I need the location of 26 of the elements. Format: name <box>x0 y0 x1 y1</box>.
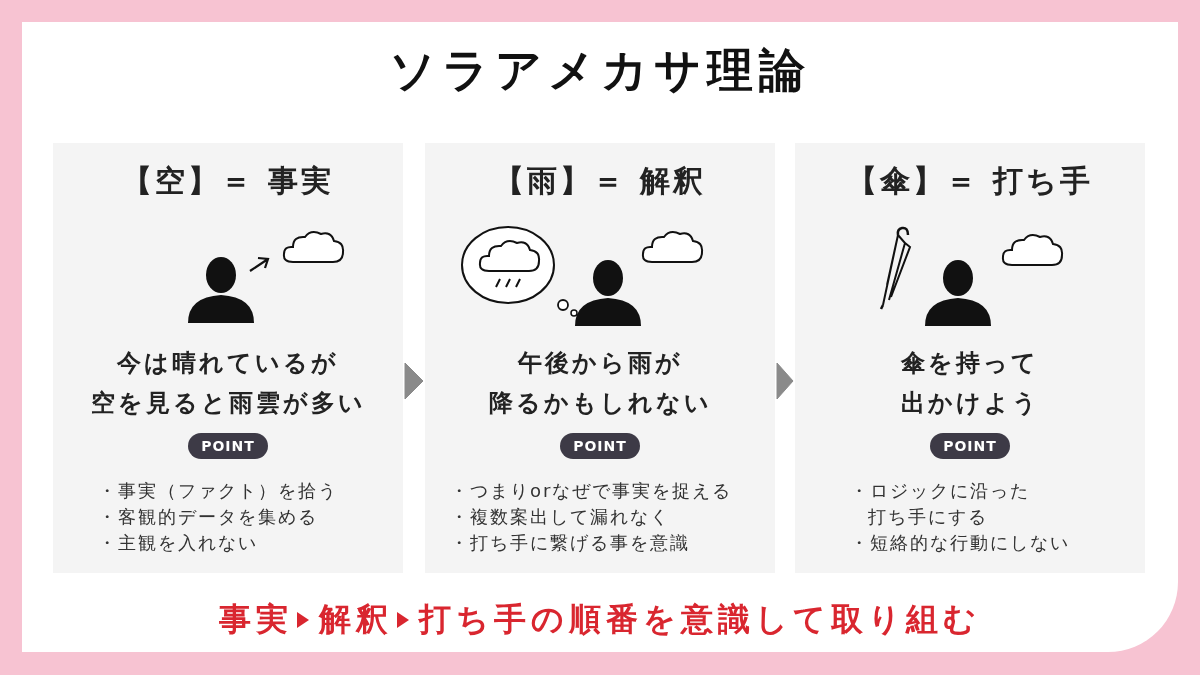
point-badge: POINT <box>188 433 268 459</box>
panel-card <box>795 143 1145 573</box>
bullet-text: ・複数案出して漏れなく <box>450 505 670 529</box>
panel-heading: 【雨】＝ 解釈 <box>493 162 707 200</box>
panel-card <box>425 143 775 573</box>
bullet-text: ・短絡的な行動にしない <box>850 531 1070 555</box>
panel-heading: 【空】＝ 事実 <box>121 162 335 200</box>
statement-text: 午後から雨が降るかもしれない <box>487 348 713 419</box>
panel-card <box>53 143 403 573</box>
point-badge: POINT <box>560 433 640 459</box>
arrow <box>776 362 794 400</box>
summary-text: 打ち手の順番を意識して取り組む <box>419 599 981 640</box>
statement-text: 傘を持って出かけよう <box>899 348 1041 419</box>
point-badge: POINT <box>930 433 1010 459</box>
summary-text: 解釈 <box>319 599 393 640</box>
bullet-text: ・つまりorなぜで事実を捉える <box>450 479 733 503</box>
bullet-text: ・打ち手に繋げる事を意識 <box>450 531 690 555</box>
arrow <box>404 362 424 400</box>
statement-text: 今は晴れているが空を見ると雨雲が多い <box>89 348 367 419</box>
summary-text: 事実 <box>219 599 293 640</box>
bullet-text: ・客観的データを集める <box>98 505 318 529</box>
bullet-text: ・事実（ファクト）を拾う <box>98 479 338 503</box>
title: ソラアメカサ理論 <box>388 42 812 99</box>
panel-heading: 【傘】＝ 打ち手 <box>846 162 1094 200</box>
bullet-text: ・ロジックに沿った打ち手にする <box>850 479 1030 529</box>
bullet-text: ・主観を入れない <box>98 531 258 555</box>
